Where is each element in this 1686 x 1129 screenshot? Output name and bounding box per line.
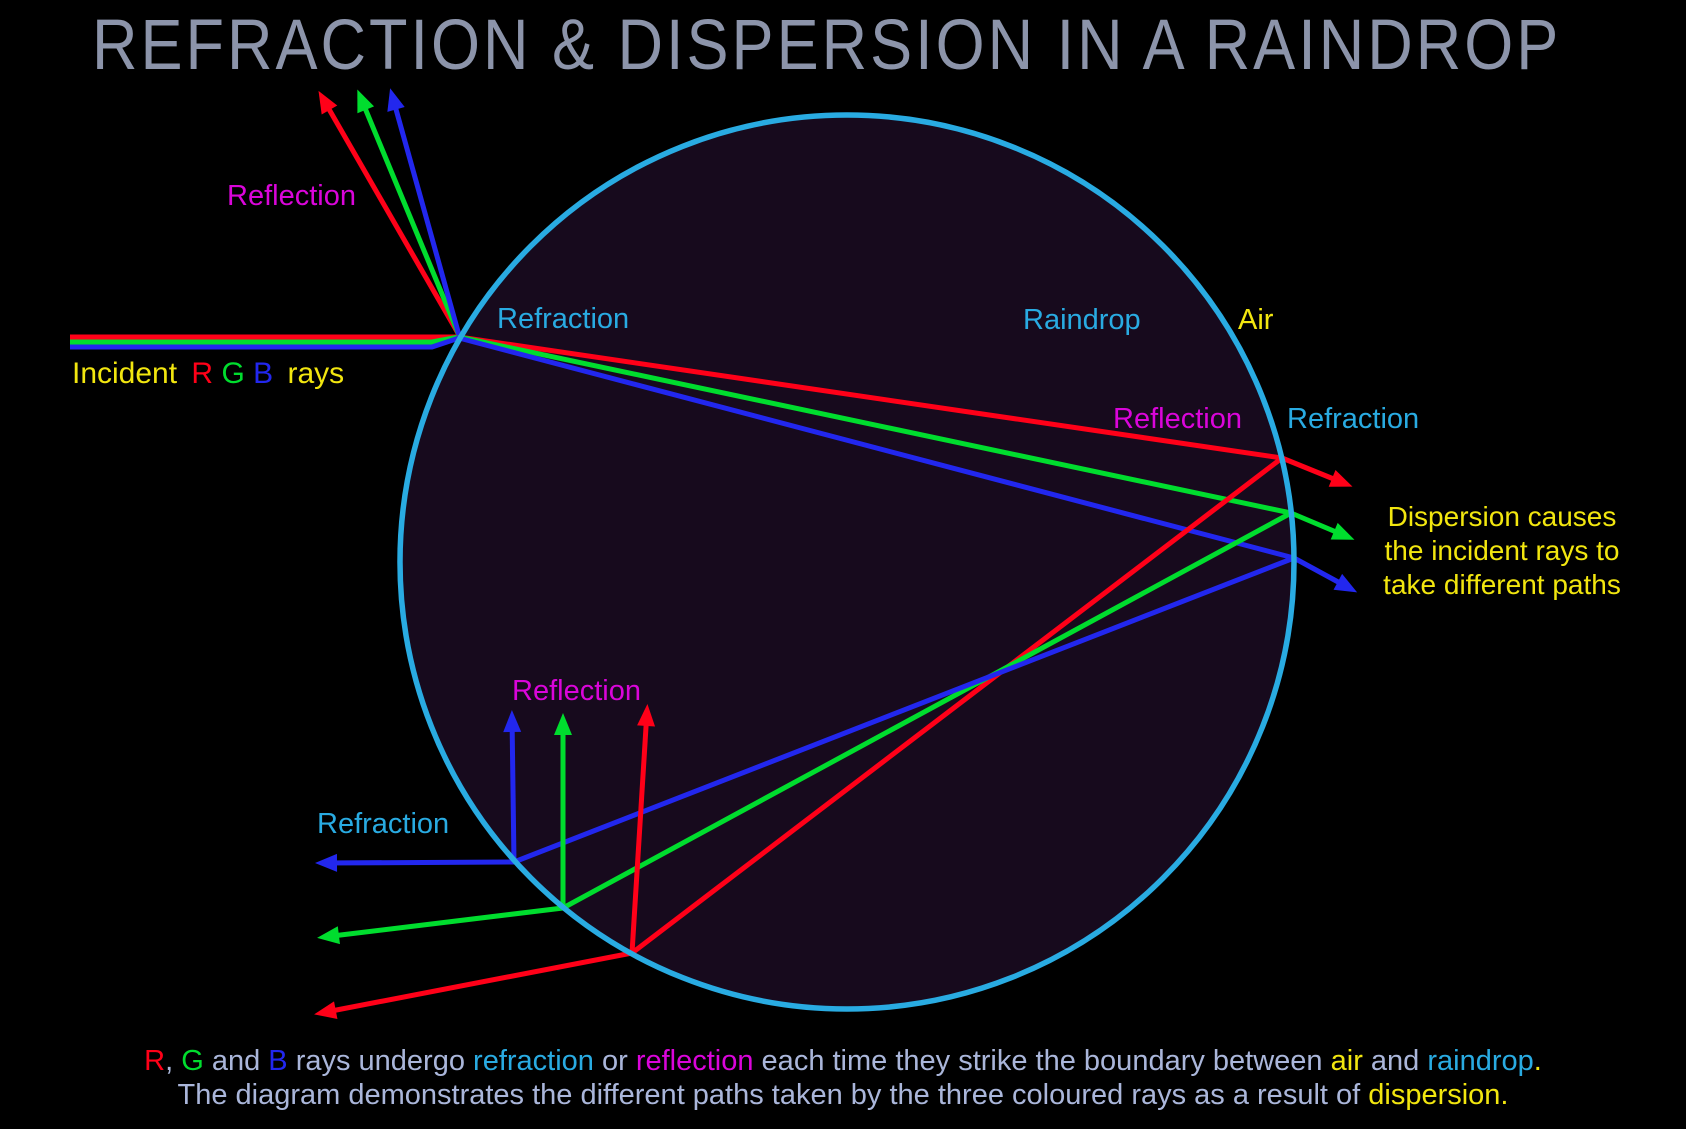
- label-reflection-top: Reflection: [227, 180, 356, 212]
- right-refraction-blue: [1292, 555, 1358, 593]
- page-title: REFRACTION & DISPERSION IN A RAINDROP: [92, 5, 1562, 85]
- caption-segment: ,: [165, 1045, 182, 1077]
- entry-reflection-green: [357, 89, 462, 336]
- bottom-reflection-red: [629, 704, 656, 954]
- label-refraction-entry: Refraction: [497, 303, 629, 335]
- bottom-refraction-red: [314, 950, 633, 1019]
- caption-segment: R: [144, 1045, 166, 1077]
- bottom-reflection-arrows: [503, 704, 656, 954]
- dispersion-note-line: Dispersion causes: [1387, 501, 1617, 532]
- right-refraction-green: [1290, 510, 1355, 540]
- entry-reflection-arrows: [318, 88, 462, 337]
- incident-label-g: G: [221, 357, 244, 390]
- caption-line-1: R, G and B rays undergo refraction or re…: [0, 1044, 1686, 1078]
- caption-segment: The diagram demonstrates the different p…: [177, 1079, 1369, 1111]
- caption-segment: refraction: [473, 1045, 594, 1077]
- bottom-refraction-green: [317, 905, 564, 945]
- caption-segment: and: [1362, 1045, 1428, 1077]
- internal-reflection-blue: [513, 555, 1295, 865]
- internal-reflection-green: [561, 510, 1293, 911]
- right-refraction-red: [1281, 455, 1353, 487]
- internal-refracted-rays: [458, 334, 1295, 561]
- label-reflection-bottom: Reflection: [512, 675, 641, 707]
- label-refraction-right: Refraction: [1287, 403, 1419, 435]
- internal-ray-green: [458, 334, 1292, 516]
- raindrop-interior: [400, 115, 1294, 1009]
- entry-reflection-blue: [387, 88, 462, 336]
- caption-segment: rays undergo: [287, 1045, 474, 1077]
- label-air: Air: [1238, 304, 1274, 336]
- caption-segment: dispersion.: [1368, 1079, 1509, 1111]
- caption-segment: and: [203, 1045, 269, 1077]
- label-refraction-bottom: Refraction: [317, 808, 449, 840]
- incident-rays: [70, 334, 460, 350]
- caption-segment: G: [181, 1045, 204, 1077]
- internal-reflection-red: [630, 456, 1284, 955]
- caption: R, G and B rays undergo refraction or re…: [0, 1044, 1686, 1112]
- incident-ray-blue: [70, 335, 460, 350]
- incident-label-b: B: [253, 357, 273, 390]
- internal-ray-red: [458, 334, 1283, 461]
- incident-label-word: rays: [287, 357, 344, 390]
- bottom-refraction-arrows: [314, 853, 633, 1019]
- internal-ray-blue: [458, 335, 1295, 561]
- dispersion-note-line: the incident rays to: [1384, 535, 1620, 566]
- label-incident-rgb-rays: Incident R G B rays: [72, 357, 344, 390]
- raindrop-boundary-circle: [397, 112, 1297, 1012]
- caption-segment: each time they strike the boundary betwe…: [753, 1045, 1331, 1077]
- caption-segment: raindrop: [1427, 1045, 1534, 1077]
- right-refraction-arrows: [1281, 455, 1358, 593]
- label-raindrop: Raindrop: [1023, 304, 1141, 336]
- bottom-refraction-blue: [315, 853, 515, 872]
- incident-label-word: Incident: [72, 357, 178, 390]
- label-reflection-right: Reflection: [1113, 403, 1242, 435]
- incident-label-r: R: [191, 357, 213, 390]
- bottom-reflection-blue: [503, 710, 522, 863]
- entry-reflection-red: [318, 90, 462, 337]
- caption-segment: air: [1330, 1045, 1363, 1077]
- caption-line-2: The diagram demonstrates the different p…: [0, 1078, 1686, 1112]
- internal-reflected-rays: [513, 456, 1295, 955]
- caption-segment: .: [1533, 1045, 1542, 1077]
- dispersion-note: Dispersion causes the incident rays to t…: [1302, 500, 1686, 602]
- caption-segment: reflection: [635, 1045, 754, 1077]
- caption-segment: B: [268, 1045, 288, 1077]
- dispersion-note-line: take different paths: [1383, 569, 1621, 600]
- caption-segment: or: [593, 1045, 636, 1077]
